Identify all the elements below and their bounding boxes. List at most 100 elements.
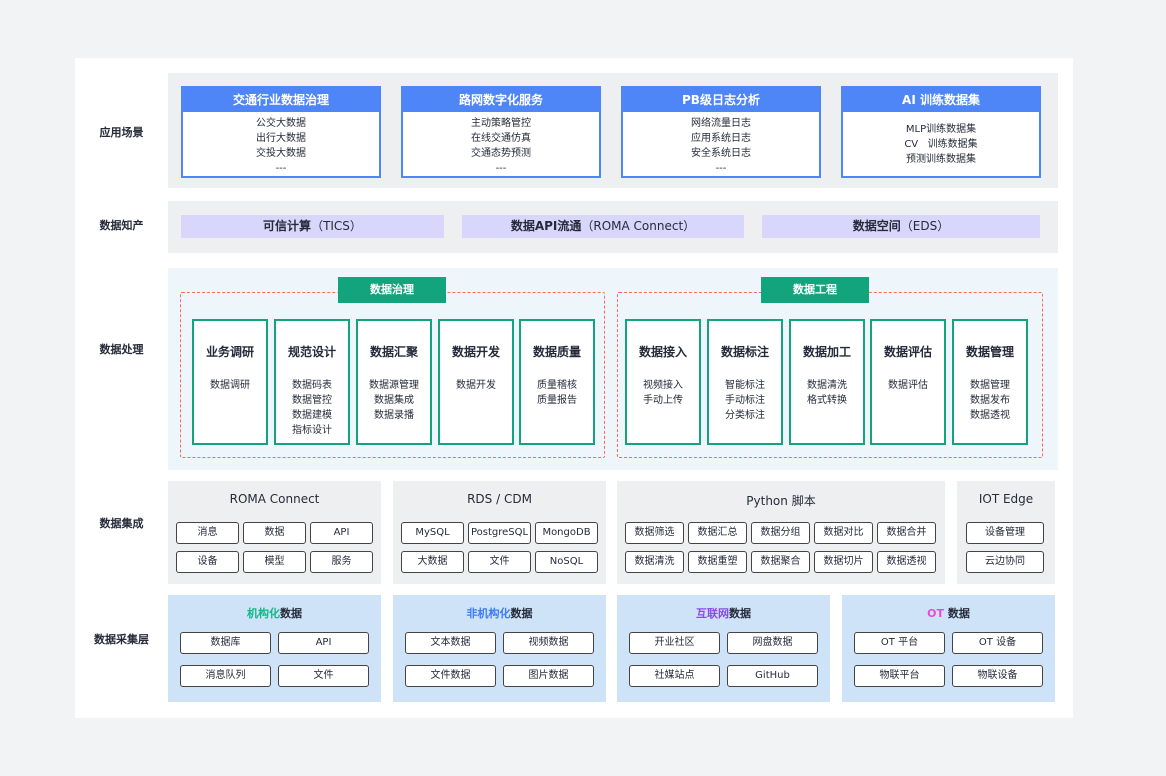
integration-title: RDS / CDM: [467, 492, 532, 506]
chip: 数据切片: [814, 551, 873, 573]
row-label-integration: 数据集成: [99, 517, 144, 530]
row-label-knowledge: 数据知产: [99, 219, 144, 232]
app-card-item: 交投大数据: [256, 148, 306, 159]
collection-structured: 机构化数据 数据库 API 消息队列 文件: [168, 595, 381, 702]
knowledge-bar-roma: 数据API流通（ROMA Connect）: [462, 215, 744, 238]
app-card-title: PB级日志分析: [623, 88, 819, 112]
chip: NoSQL: [535, 551, 598, 573]
apps-panel: 交通行业数据治理 公交大数据 出行大数据 交投大数据 --- 路网数字化服务 主…: [168, 73, 1058, 188]
engineering-module: 数据接入 视频接入 手动上传: [625, 319, 701, 445]
chip: 云边协同: [966, 551, 1044, 573]
chip: 文件: [278, 665, 369, 687]
chip: 文本数据: [405, 632, 496, 654]
chip: 设备管理: [966, 522, 1044, 544]
app-card-item: CV 训练数据集: [904, 139, 978, 150]
app-card-item: ---: [495, 163, 507, 174]
chip: 文件: [468, 551, 531, 573]
collection-title-highlight: 机构化: [247, 607, 280, 620]
knowledge-bar-tics: 可信计算（TICS）: [181, 215, 444, 238]
chip: 数据重塑: [688, 551, 747, 573]
chip: 数据对比: [814, 522, 873, 544]
row-label-processing: 数据处理: [99, 343, 144, 356]
integration-title: ROMA Connect: [229, 492, 320, 506]
collection-title: 非机构化数据: [466, 607, 533, 620]
chip: 数据库: [180, 632, 271, 654]
engineering-title: 数据工程: [761, 277, 869, 303]
engineering-module: 数据加工 数据清洗 格式转换: [789, 319, 865, 445]
integration-title: Python 脚本: [746, 494, 816, 508]
chip: OT 设备: [952, 632, 1043, 654]
chip: MongoDB: [535, 522, 598, 544]
chip: 数据汇总: [688, 522, 747, 544]
governance-module: 业务调研 数据调研: [192, 319, 268, 445]
chip: 网盘数据: [727, 632, 818, 654]
collection-title: 互联网数据: [696, 607, 751, 620]
app-card-item: 主动策略管控: [471, 118, 531, 129]
chip: 数据合并: [877, 522, 936, 544]
app-card-item: 网络流量日志: [691, 118, 751, 129]
app-card-item: ---: [715, 163, 727, 174]
app-card: PB级日志分析 网络流量日志 应用系统日志 安全系统日志 ---: [621, 86, 821, 178]
chip: 视频数据: [503, 632, 594, 654]
chip: 数据透视: [877, 551, 936, 573]
chip: PostgreSQL: [468, 522, 531, 544]
chip: 设备: [176, 551, 239, 573]
collection-title: OT 数据: [927, 607, 970, 620]
app-card: 交通行业数据治理 公交大数据 出行大数据 交投大数据 ---: [181, 86, 381, 178]
chip: 开业社区: [629, 632, 720, 654]
integration-python: Python 脚本 数据筛选 数据汇总 数据分组 数据对比 数据合并 数据清洗 …: [617, 481, 945, 584]
app-card-item: MLP训练数据集: [905, 124, 977, 135]
governance-module: 数据质量 质量稽核 质量报告: [519, 319, 595, 445]
integration-iot: IOT Edge 设备管理 云边协同: [957, 481, 1055, 584]
app-card-item: 出行大数据: [256, 133, 306, 144]
collection-title-highlight: 互联网: [696, 607, 729, 620]
integration-title: IOT Edge: [978, 492, 1034, 506]
governance-module: 数据开发 数据开发: [438, 319, 514, 445]
chip: API: [278, 632, 369, 654]
chip: 模型: [243, 551, 306, 573]
knowledge-panel: 可信计算（TICS） 数据API流通（ROMA Connect） 数据空间（ED…: [168, 201, 1058, 253]
knowledge-bar-eds: 数据空间（EDS）: [762, 215, 1040, 238]
row-label-collection: 数据采集层: [94, 633, 149, 646]
engineering-module: 数据评估 数据评估: [870, 319, 946, 445]
integration-roma: ROMA Connect 消息 数据 API 设备 模型 服务: [168, 481, 381, 584]
architecture-canvas: 应用场景 数据知产 数据处理 数据集成 数据采集层 交通行业数据治理 公交大数据…: [75, 58, 1073, 718]
chip: GitHub: [727, 665, 818, 687]
app-card: 路网数字化服务 主动策略管控 在线交通仿真 交通态势预测 ---: [401, 86, 601, 178]
collection-ot: OT 数据 OT 平台 OT 设备 物联平台 物联设备: [842, 595, 1055, 702]
app-card-item: 在线交通仿真: [471, 133, 531, 144]
collection-internet: 互联网数据 开业社区 网盘数据 社媒站点 GitHub: [617, 595, 830, 702]
chip: MySQL: [401, 522, 464, 544]
chip: 消息队列: [180, 665, 271, 687]
collection-title: 机构化数据: [247, 607, 302, 620]
collection-title-highlight: OT: [927, 607, 944, 620]
chip: 数据分组: [751, 522, 810, 544]
collection-title-highlight: 非机构化: [466, 607, 511, 620]
chip: 图片数据: [503, 665, 594, 687]
app-card-item: ---: [275, 163, 287, 174]
chip: OT 平台: [854, 632, 945, 654]
governance-module: 规范设计 数据码表 数据管控 数据建模 指标设计: [274, 319, 350, 445]
integration-rds: RDS / CDM MySQL PostgreSQL MongoDB 大数据 文…: [393, 481, 606, 584]
chip: 社媒站点: [629, 665, 720, 687]
chip: 数据聚合: [751, 551, 810, 573]
chip: 物联平台: [854, 665, 945, 687]
governance-title: 数据治理: [338, 277, 446, 303]
app-card-title: AI 训练数据集: [843, 88, 1039, 112]
chip: 数据: [243, 522, 306, 544]
row-label-apps: 应用场景: [99, 126, 144, 139]
processing-panel: 数据治理 业务调研 数据调研 规范设计 数据码表 数据管控 数据建模 指标设计 …: [168, 268, 1058, 470]
chip: 数据筛选: [625, 522, 684, 544]
app-card-item: 交通态势预测: [471, 148, 531, 159]
app-card-item: 应用系统日志: [691, 133, 751, 144]
chip: 文件数据: [405, 665, 496, 687]
chip: 物联设备: [952, 665, 1043, 687]
app-card-title: 路网数字化服务: [403, 88, 599, 112]
app-card: AI 训练数据集 MLP训练数据集 CV 训练数据集 预测训练数据集: [841, 86, 1041, 178]
chip: 服务: [310, 551, 373, 573]
engineering-module: 数据管理 数据管理 数据发布 数据透视: [952, 319, 1028, 445]
app-card-title: 交通行业数据治理: [183, 88, 379, 112]
app-card-item: 公交大数据: [256, 118, 306, 129]
chip: 消息: [176, 522, 239, 544]
chip: API: [310, 522, 373, 544]
